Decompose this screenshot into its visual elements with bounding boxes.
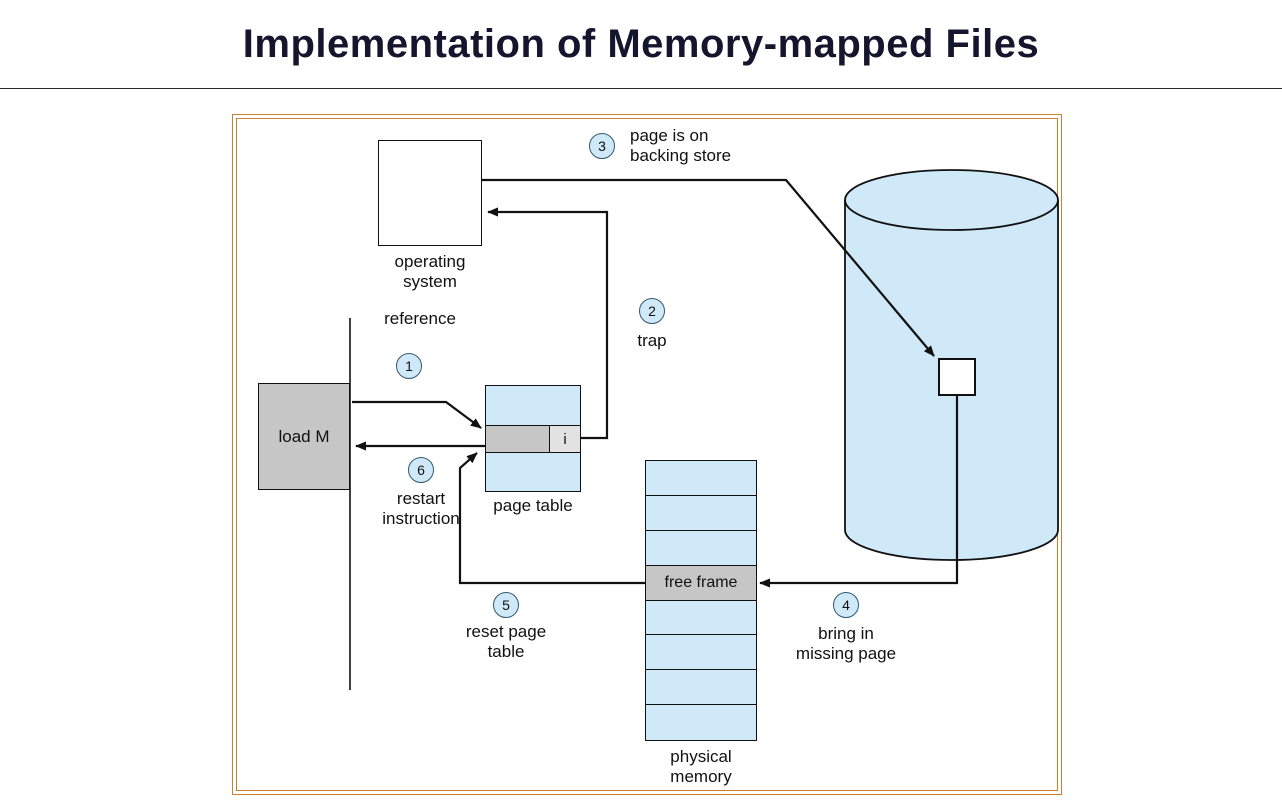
- page-table-label: page table: [493, 496, 573, 515]
- page-table-lower-entries: [486, 453, 580, 491]
- page-on-disk-square: [938, 358, 976, 396]
- physical-memory-label: physical memory: [670, 747, 732, 786]
- page-table-invalid-entry-row: i: [486, 426, 580, 453]
- operating-system-box: [378, 140, 482, 246]
- step-4-label: bring in missing page: [795, 624, 897, 663]
- title-rule: [0, 88, 1282, 89]
- step-1-label: reference: [384, 309, 456, 328]
- step-5-circle: 5: [493, 592, 519, 618]
- step-6-label: restart instruction: [382, 489, 460, 528]
- step-1-circle: 1: [396, 353, 422, 379]
- operating-system-label: operating system: [394, 252, 466, 291]
- page-table-upper-entries: [486, 386, 580, 426]
- load-m-label: load M: [278, 426, 330, 446]
- step-5-label: reset page table: [465, 622, 547, 661]
- step-3-label: page is on backing store: [630, 126, 732, 165]
- step-3-circle: 3: [589, 133, 615, 159]
- step-4-circle: 4: [833, 592, 859, 618]
- page-title: Implementation of Memory-mapped Files: [242, 22, 1040, 66]
- physical-memory-box: free frame: [645, 460, 757, 741]
- memory-frame-row: [646, 530, 756, 566]
- free-frame-row: free frame: [646, 565, 756, 601]
- memory-frame-row: [646, 600, 756, 636]
- step-6-circle: 6: [408, 457, 434, 483]
- memory-frame-row: [646, 461, 756, 496]
- invalid-bit-cell: i: [549, 426, 580, 452]
- memory-frame-row: [646, 495, 756, 531]
- memory-frame-row: [646, 635, 756, 671]
- page-table-box: i: [485, 385, 581, 492]
- load-m-box: load M: [258, 383, 350, 490]
- step-2-label: trap: [637, 331, 667, 350]
- step-2-circle: 2: [639, 298, 665, 324]
- memory-frame-row: [646, 705, 756, 740]
- memory-frame-row: [646, 670, 756, 706]
